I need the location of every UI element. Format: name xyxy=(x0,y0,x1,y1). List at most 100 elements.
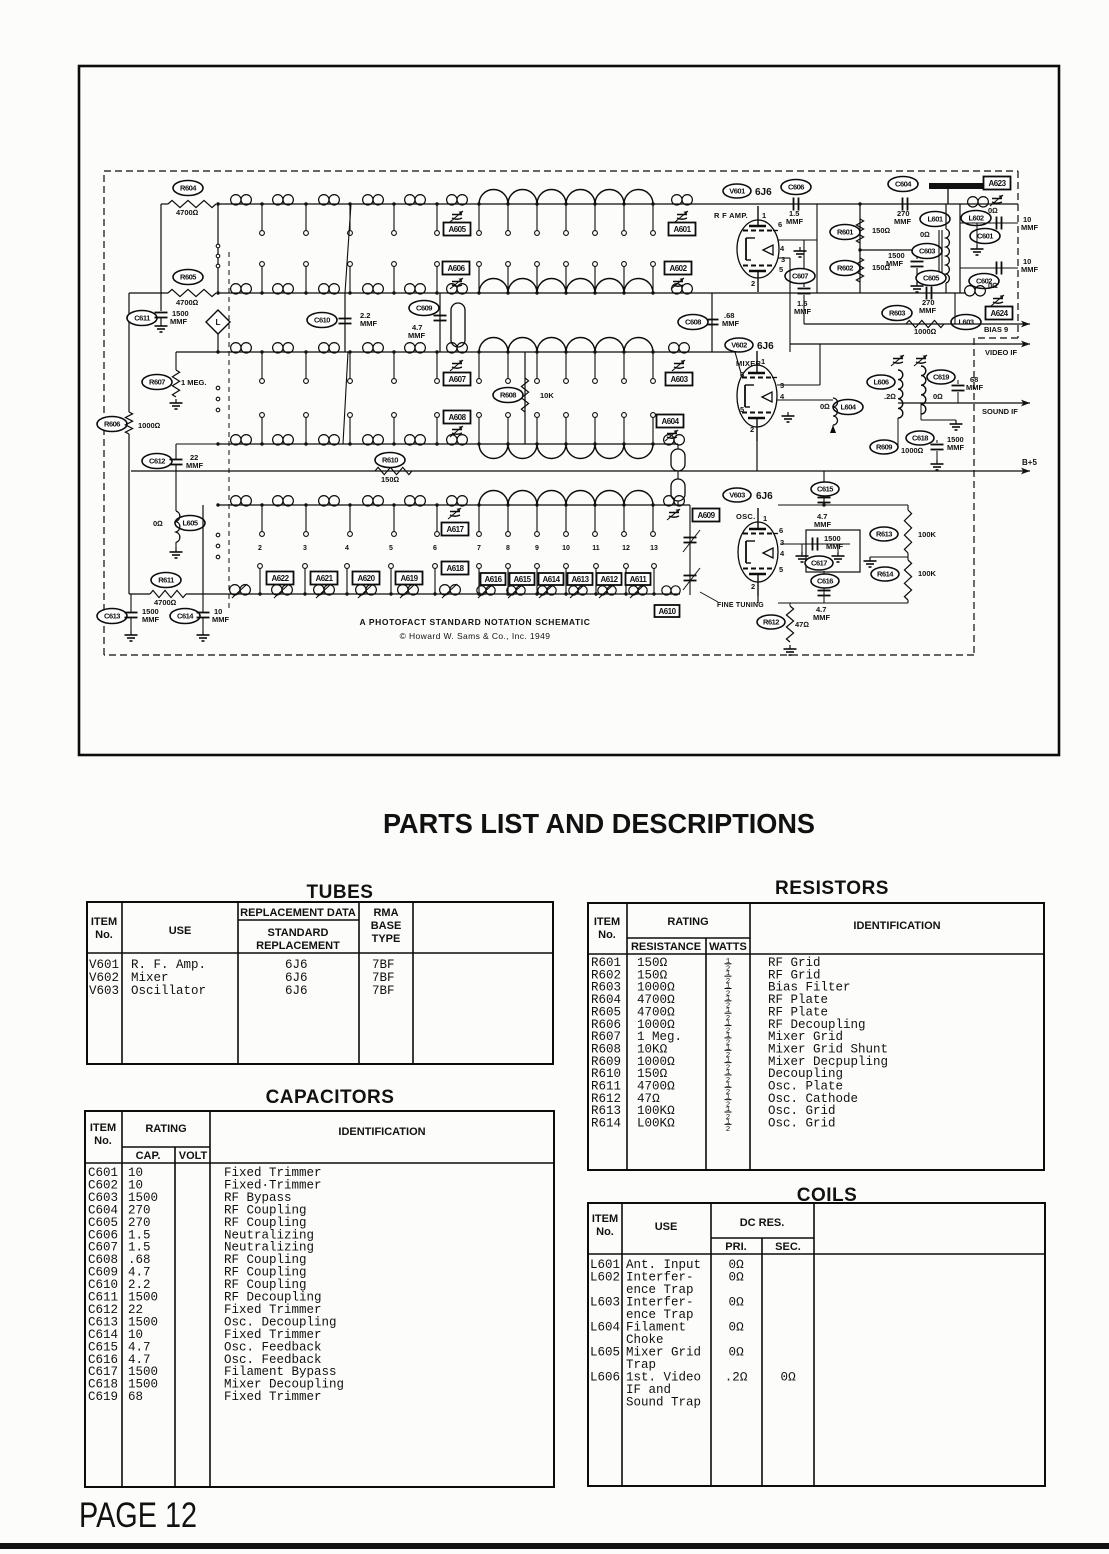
svg-text:RF Coupling: RF Coupling xyxy=(224,1253,307,1267)
svg-text:R606: R606 xyxy=(591,1018,621,1032)
svg-text:Interfer-: Interfer- xyxy=(626,1296,694,1310)
svg-text:270: 270 xyxy=(128,1216,151,1230)
svg-text:270: 270 xyxy=(128,1203,151,1217)
svg-text:MMF: MMF xyxy=(170,317,187,326)
svg-text:MMF: MMF xyxy=(722,319,739,328)
svg-text:Neutralizing: Neutralizing xyxy=(224,1228,314,1242)
svg-text:Mixer Decoupling: Mixer Decoupling xyxy=(224,1378,344,1392)
svg-text:C613: C613 xyxy=(104,612,120,621)
svg-text:R608: R608 xyxy=(591,1042,621,1056)
svg-text:C609: C609 xyxy=(88,1266,118,1280)
svg-text:2: 2 xyxy=(751,279,755,288)
svg-text:PARTS LIST AND DESCRIPTIONS: PARTS LIST AND DESCRIPTIONS xyxy=(383,808,815,839)
svg-text:C612: C612 xyxy=(149,457,165,466)
svg-text:L602: L602 xyxy=(590,1271,620,1285)
svg-text:1500: 1500 xyxy=(172,309,189,318)
svg-text:2: 2 xyxy=(726,1027,731,1035)
svg-text:ence Trap: ence Trap xyxy=(626,1283,694,1297)
svg-text:C617: C617 xyxy=(88,1365,118,1379)
svg-text:0Ω: 0Ω xyxy=(988,206,998,215)
svg-text:A PHOTOFACT STANDARD NOTATI: A PHOTOFACT STANDARD NOTATION SCHEMATIC xyxy=(359,617,590,627)
svg-text:STANDARD: STANDARD xyxy=(268,927,329,939)
svg-text:R605: R605 xyxy=(591,1005,621,1019)
svg-text:1: 1 xyxy=(726,1094,731,1102)
svg-text:Osc. Feedback: Osc. Feedback xyxy=(224,1340,322,1354)
svg-text:C618: C618 xyxy=(88,1378,118,1392)
svg-text:1: 1 xyxy=(726,1106,731,1114)
svg-text:C603: C603 xyxy=(88,1191,118,1205)
svg-text:2: 2 xyxy=(726,1052,731,1060)
svg-text:4700Ω: 4700Ω xyxy=(176,208,199,217)
svg-text:A620: A620 xyxy=(357,574,375,583)
svg-text:Oscillator: Oscillator xyxy=(131,984,206,998)
svg-text:A615: A615 xyxy=(513,575,531,584)
svg-text:A601: A601 xyxy=(673,225,691,234)
svg-text:6J6: 6J6 xyxy=(285,958,308,972)
svg-text:A624: A624 xyxy=(990,309,1008,318)
svg-text:RF Grid: RF Grid xyxy=(768,956,821,970)
svg-text:1: 1 xyxy=(726,958,731,966)
svg-text:A619: A619 xyxy=(400,574,418,583)
svg-text:0Ω: 0Ω xyxy=(728,1296,743,1310)
svg-text:Mixer Grid Shunt: Mixer Grid Shunt xyxy=(768,1042,888,1056)
svg-text:MMF: MMF xyxy=(786,217,803,226)
svg-text:C606: C606 xyxy=(788,183,804,192)
svg-text:2: 2 xyxy=(726,978,731,986)
svg-text:7: 7 xyxy=(477,545,481,552)
svg-text:4.7: 4.7 xyxy=(128,1266,151,1280)
svg-text:2: 2 xyxy=(726,990,731,998)
svg-text:4.7: 4.7 xyxy=(128,1340,151,1354)
svg-text:A623: A623 xyxy=(988,179,1006,188)
svg-text:IF and: IF and xyxy=(626,1383,671,1397)
svg-text:6J6: 6J6 xyxy=(285,971,308,985)
svg-text:68: 68 xyxy=(128,1390,143,1404)
svg-text:1500: 1500 xyxy=(128,1365,158,1379)
svg-text:L603: L603 xyxy=(590,1296,620,1310)
svg-text:4: 4 xyxy=(345,545,349,552)
svg-text:1500: 1500 xyxy=(128,1291,158,1305)
svg-text:.2Ω: .2Ω xyxy=(884,392,896,401)
svg-text:Sound Trap: Sound Trap xyxy=(626,1396,701,1410)
svg-text:No.: No. xyxy=(95,929,113,941)
svg-text:MMF: MMF xyxy=(186,461,203,470)
svg-text:4700Ω: 4700Ω xyxy=(637,1005,675,1019)
svg-text:2: 2 xyxy=(726,1101,731,1109)
svg-text:1st. Video: 1st. Video xyxy=(626,1371,701,1385)
svg-text:.2Ω: .2Ω xyxy=(725,1371,748,1385)
svg-text:10: 10 xyxy=(128,1328,143,1342)
svg-text:2: 2 xyxy=(258,545,262,552)
svg-text:2: 2 xyxy=(750,425,754,434)
svg-text:1: 1 xyxy=(726,983,731,991)
svg-text:Choke: Choke xyxy=(626,1333,664,1347)
svg-text:6: 6 xyxy=(433,545,437,552)
svg-text:Mixer Grid: Mixer Grid xyxy=(626,1346,701,1360)
svg-text:USE: USE xyxy=(169,925,192,937)
svg-text:MMF: MMF xyxy=(947,443,964,452)
svg-text:150Ω: 150Ω xyxy=(872,226,891,235)
svg-text:10: 10 xyxy=(1023,257,1031,266)
svg-text:2: 2 xyxy=(726,1114,731,1122)
svg-text:R605: R605 xyxy=(180,273,196,282)
svg-text:A614: A614 xyxy=(542,575,560,584)
svg-text:C605: C605 xyxy=(923,274,939,283)
svg-text:47Ω: 47Ω xyxy=(795,620,809,629)
svg-text:A603: A603 xyxy=(670,375,688,384)
svg-text:ence Trap: ence Trap xyxy=(626,1308,694,1322)
svg-text:5: 5 xyxy=(389,545,393,552)
svg-text:R611: R611 xyxy=(591,1080,621,1094)
svg-text:L604: L604 xyxy=(590,1321,620,1335)
svg-text:V602: V602 xyxy=(731,341,747,350)
svg-text:C610: C610 xyxy=(314,316,330,325)
svg-text:R608: R608 xyxy=(500,391,516,400)
svg-text:IDENTIFICATION: IDENTIFICATION xyxy=(338,1126,425,1138)
svg-text:No.: No. xyxy=(598,929,616,941)
svg-text:MMF: MMF xyxy=(814,520,831,529)
svg-text:4: 4 xyxy=(780,392,785,401)
svg-text:5: 5 xyxy=(740,405,744,414)
svg-text:Ant. Input: Ant. Input xyxy=(626,1258,701,1272)
svg-text:V602: V602 xyxy=(89,971,119,985)
svg-text:R610: R610 xyxy=(382,456,398,465)
svg-text:6J6: 6J6 xyxy=(757,341,774,352)
svg-text:R604: R604 xyxy=(180,184,197,193)
svg-text:MIXER: MIXER xyxy=(736,359,762,368)
